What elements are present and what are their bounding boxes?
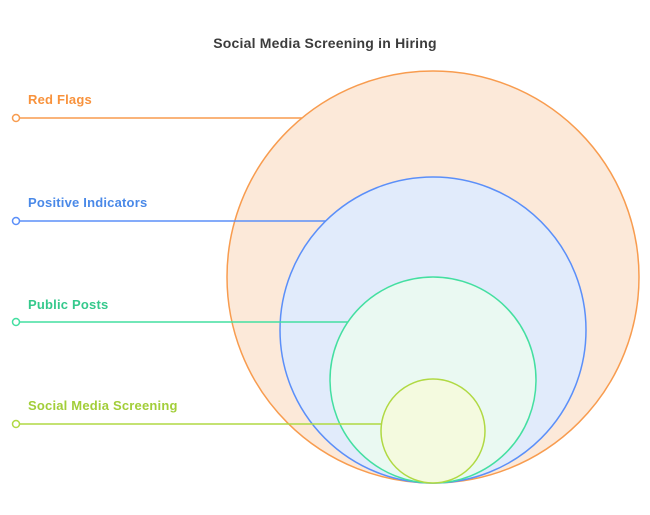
red-flags-label: Red Flags <box>28 92 92 107</box>
social-media-screening-marker-dot <box>11 419 21 429</box>
social-media-screening-circle <box>380 378 486 484</box>
positive-indicators-label: Positive Indicators <box>28 195 148 210</box>
public-posts-label: Public Posts <box>28 297 109 312</box>
diagram-title: Social Media Screening in Hiring <box>213 35 437 51</box>
social-media-screening-label: Social Media Screening <box>28 398 178 413</box>
red-flags-marker-dot <box>11 113 21 123</box>
public-posts-marker-dot <box>11 317 21 327</box>
positive-indicators-marker-dot <box>11 216 21 226</box>
